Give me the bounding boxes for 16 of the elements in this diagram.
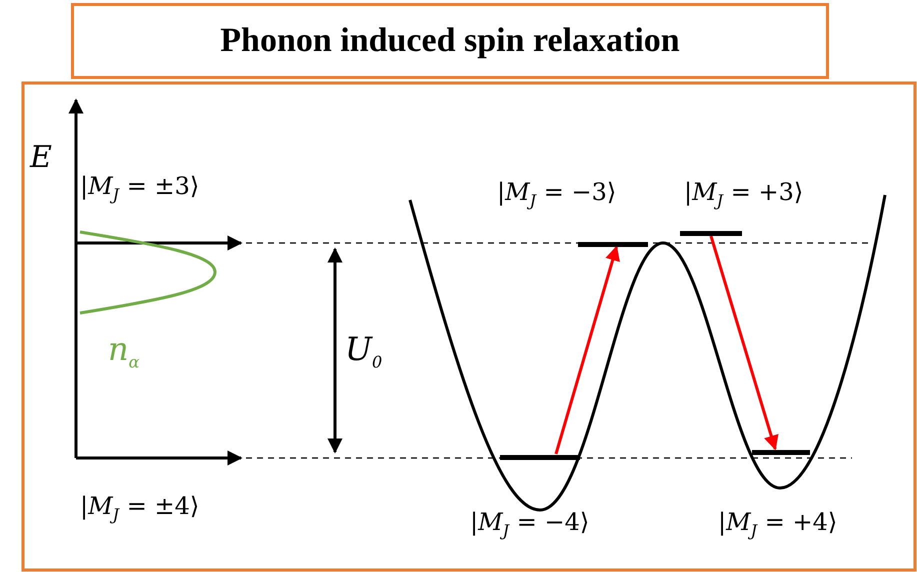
state-label: |M$_{J}$ = +3⟩ xyxy=(684,178,804,210)
energy-level-bar xyxy=(578,242,648,247)
state-label: |M$_{J}$ = ±3⟩ xyxy=(80,172,200,204)
energy-level-bar xyxy=(680,231,742,236)
transition-arrow xyxy=(554,246,620,454)
state-label: |M$_{J}$ = +4⟩ xyxy=(718,508,838,540)
transition-arrow xyxy=(710,236,778,450)
state-label: |M$_{J}$ = ±4⟩ xyxy=(80,492,200,524)
energy-level-bar xyxy=(752,450,810,455)
distribution-label: n$_{α}$ xyxy=(108,330,140,372)
state-label: |M$_{J}$ = −3⟩ xyxy=(497,178,616,210)
barrier-label: U$_{0}$ xyxy=(345,330,382,372)
state-label: |M$_{J}$ = −4⟩ xyxy=(470,508,590,540)
energy-level-bar xyxy=(500,455,580,460)
axis-label: E xyxy=(30,140,52,175)
title-box: Phonon induced spin relaxation xyxy=(71,3,829,79)
